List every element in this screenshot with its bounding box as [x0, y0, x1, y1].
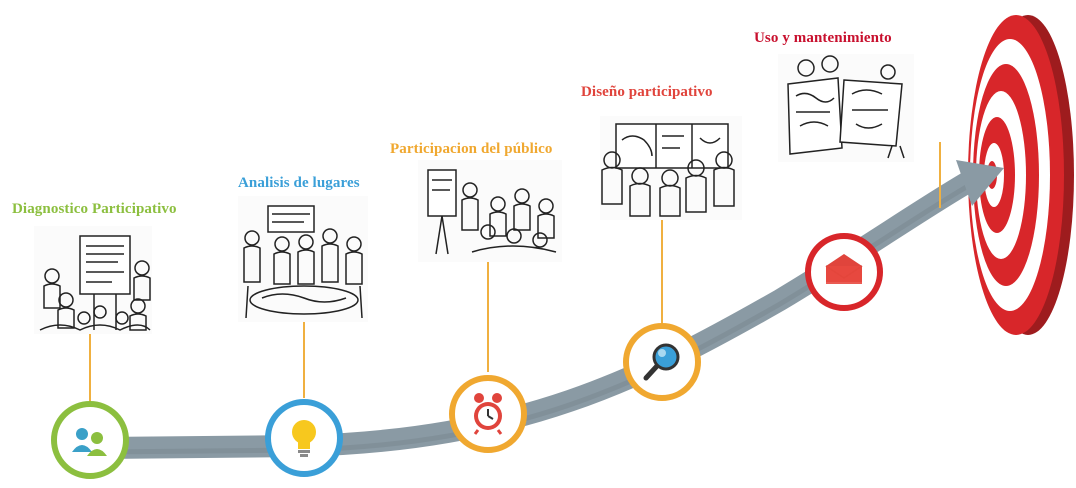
lightbulb-icon	[292, 420, 316, 457]
step-label-participacion: Participacion del público	[390, 141, 553, 157]
envelope-icon	[825, 254, 863, 284]
step-label-uso: Uso y mantenimiento	[754, 30, 892, 46]
progress-arrow	[107, 160, 1004, 459]
connector-lines	[89, 142, 941, 402]
illustration-crowd-discussing-map	[238, 196, 368, 322]
illustration-group-with-notice-board	[34, 226, 152, 334]
illustration-presenter-at-flipchart	[418, 160, 562, 262]
step-label-diagnostico: Diagnostico Participativo	[12, 201, 177, 217]
step-label-diseno: Diseño participativo	[581, 84, 713, 100]
illustration-team-at-whiteboard	[600, 116, 742, 220]
people-icon	[72, 428, 107, 456]
alarm-clock-icon	[473, 393, 503, 435]
illustration-people-reading-plans	[778, 54, 914, 162]
milestone-1	[51, 401, 129, 479]
magnifier-icon	[643, 343, 680, 381]
step-label-analisis: Analisis de lugares	[238, 175, 360, 191]
